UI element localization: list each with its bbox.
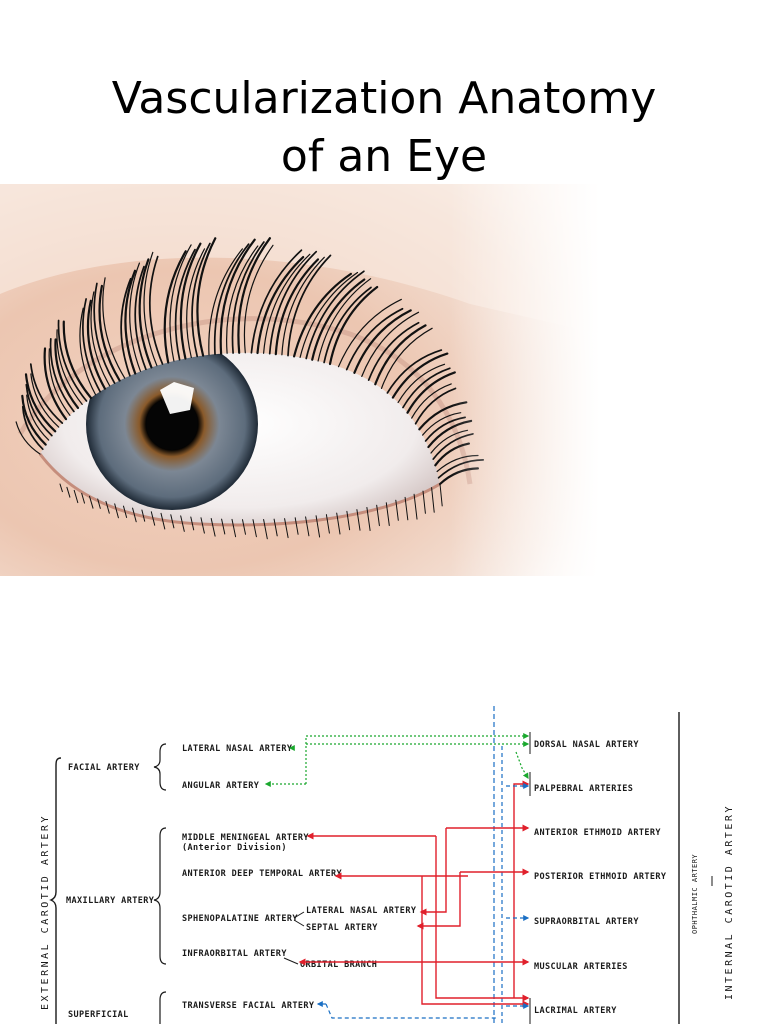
sphenopalatine-lateral-nasal-label: LATERAL NASAL ARTERY: [306, 906, 417, 916]
link-palpebral: [515, 751, 529, 780]
muscular-arteries-label: MUSCULAR ARTERIES: [534, 962, 628, 972]
anterior-ethmoid-artery-label: ANTERIOR ETHMOID ARTERY: [534, 828, 661, 838]
posterior-ethmoid-artery-label: POSTERIOR ETHMOID ARTERY: [534, 872, 667, 882]
palpebral-arteries-label: PALPEBRAL ARTERIES: [534, 784, 633, 794]
link-palpebral-red: [513, 780, 530, 998]
link-angular-dorsal-nasal: [305, 733, 530, 784]
dorsal-nasal-artery-label: DORSAL NASAL ARTERY: [534, 740, 639, 750]
septal-artery-label: SEPTAL ARTERY: [306, 923, 378, 933]
slide-title-line-1: Vascularization Anatomy: [111, 73, 657, 124]
transverse-facial-artery-label: TRANSVERSE FACIAL ARTERY: [182, 1001, 315, 1011]
sphenopalatine-artery-label: SPHENOPALATINE ARTERY: [182, 914, 298, 924]
superficial-brace: [159, 991, 167, 1024]
external-carotid-brace: [49, 757, 62, 1024]
facial-artery-label: FACIAL ARTERY: [68, 763, 140, 773]
middle-meningeal-artery-label: MIDDLE MENINGEAL ARTERY: [182, 833, 309, 843]
superficial-anastomoses: [316, 783, 530, 1019]
anterior-deep-temporal-artery-label: ANTERIOR DEEP TEMPORAL ARTERY: [182, 869, 342, 879]
ophthalmic-artery-label: OPHTHALMIC ARTERY: [691, 854, 699, 934]
orbital-branch-label: ORBITAL BRANCH: [300, 960, 377, 970]
maxillary-artery-label: MAXILLARY ARTERY: [66, 896, 155, 906]
superficial-label: SUPERFICIAL: [68, 1010, 129, 1020]
internal-carotid-label: INTERNAL CAROTID ARTERY: [724, 804, 735, 1000]
facial-brace: [153, 743, 167, 791]
middle-meningeal-division-label: (Anterior Division): [182, 842, 287, 853]
artery-diagram: EXTERNAL CAROTID ARTERY FACIAL ARTERY MA…: [36, 706, 744, 1024]
lacrimal-artery-label: LACRIMAL ARTERY: [534, 1006, 617, 1016]
supraorbital-artery-label: SUPRAORBITAL ARTERY: [534, 917, 639, 927]
external-carotid-label: EXTERNAL CAROTID ARTERY: [40, 814, 51, 1010]
maxillary-brace: [153, 827, 167, 965]
maxillary-anastomoses: [298, 780, 530, 1008]
facial-anastomoses: [264, 733, 530, 787]
lateral-nasal-artery-label: LATERAL NASAL ARTERY: [182, 744, 293, 754]
eye-photo: [0, 184, 600, 576]
slide-title-line-2: of an Eye: [280, 131, 488, 182]
infraorbital-artery-label: INFRAORBITAL ARTERY: [182, 949, 287, 959]
slide-title: Vascularization Anatomy of an Eye: [0, 70, 768, 186]
angular-artery-label: ANGULAR ARTERY: [182, 781, 260, 791]
